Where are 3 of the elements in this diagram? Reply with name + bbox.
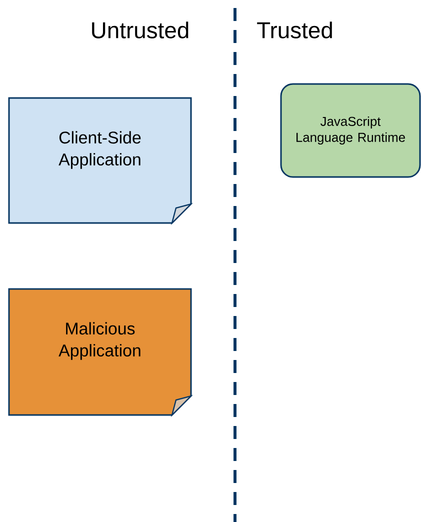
zone-heading: Untrusted: [92, 22, 188, 38]
zone-heading: Trusted: [257, 22, 332, 38]
runtime-box: JavaScript Language Runtime: [280, 83, 421, 178]
